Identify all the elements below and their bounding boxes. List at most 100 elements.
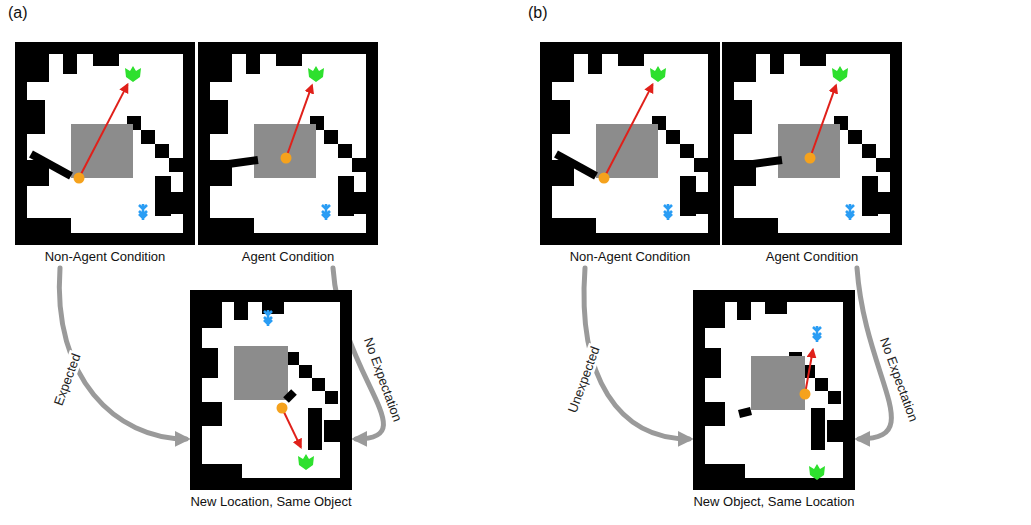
agent-dot <box>281 153 292 164</box>
maze-block <box>811 408 825 450</box>
maze-panel: Non-Agent Condition <box>540 42 720 264</box>
agent-dot <box>74 173 85 184</box>
maze-illustration <box>190 290 352 490</box>
maze-block <box>618 54 644 66</box>
maze-block <box>770 54 784 74</box>
maze-wall <box>540 42 720 245</box>
panel-caption: Agent Condition <box>722 249 902 264</box>
path-arrow <box>604 85 652 178</box>
maze-floor <box>27 54 183 233</box>
maze-block <box>63 54 77 74</box>
maze-block <box>234 302 248 320</box>
maze-block <box>202 464 242 478</box>
maze-block <box>202 348 218 378</box>
maze-block <box>680 176 696 216</box>
maze-block <box>155 176 171 216</box>
maze-block <box>666 130 680 144</box>
stick <box>738 160 782 166</box>
occluder <box>751 356 805 410</box>
blue-object <box>664 204 672 220</box>
path-arrow <box>282 408 301 447</box>
maze-block <box>354 192 366 214</box>
maze-illustration <box>540 42 720 245</box>
path-arrow <box>286 85 312 158</box>
stick <box>556 154 596 176</box>
path-arrow <box>805 350 813 394</box>
maze-block <box>276 54 302 66</box>
maze-block <box>141 130 155 144</box>
panel-letter: (b) <box>528 4 548 22</box>
maze-block <box>338 144 352 158</box>
maze-block <box>705 402 725 426</box>
maze-panel: New Object, Same Location <box>693 290 855 509</box>
green-object <box>298 454 314 470</box>
maze-block <box>878 192 890 214</box>
maze-block <box>705 302 725 328</box>
maze-block <box>324 420 340 442</box>
panel-caption: New Object, Same Location <box>693 494 855 509</box>
maze-block <box>734 218 778 233</box>
blue-object <box>139 204 147 220</box>
maze-block <box>705 348 721 378</box>
panel-caption: Non-Agent Condition <box>540 249 720 264</box>
maze-block <box>765 302 787 314</box>
maze-block <box>299 365 312 378</box>
panel-letter: (a) <box>8 4 28 22</box>
agent-dot <box>800 389 811 400</box>
maze-block <box>246 54 260 74</box>
maze-block <box>325 391 338 404</box>
maze-illustration <box>15 42 195 245</box>
maze-floor <box>734 54 890 233</box>
maze-block <box>862 176 878 216</box>
maze-block <box>848 130 862 144</box>
maze-wall <box>190 290 352 490</box>
maze-floor <box>552 54 708 233</box>
maze-block <box>588 54 602 74</box>
maze-block <box>27 54 49 82</box>
maze-panel: Non-Agent Condition <box>15 42 195 264</box>
agent-dot <box>599 173 610 184</box>
blue-object <box>846 204 854 220</box>
maze-panel: New Location, Same Object <box>190 290 352 509</box>
maze-block <box>210 54 232 82</box>
maze-block <box>552 218 596 233</box>
stick <box>214 160 258 166</box>
maze-floor <box>202 302 340 478</box>
panel-caption: New Location, Same Object <box>190 494 352 509</box>
stick <box>286 392 294 400</box>
panel-caption: Agent Condition <box>198 249 378 264</box>
maze-block <box>93 54 119 66</box>
maze-illustration <box>722 42 902 245</box>
maze-wall <box>15 42 195 245</box>
occluder <box>234 346 288 400</box>
maze-floor <box>210 54 366 233</box>
green-object <box>125 66 141 82</box>
maze-wall <box>693 290 855 490</box>
maze-block <box>862 144 876 158</box>
maze-block <box>338 176 354 216</box>
maze-block <box>312 378 325 391</box>
maze-block <box>705 464 745 478</box>
maze-block <box>552 100 570 134</box>
maze-block <box>737 302 751 320</box>
maze-floor <box>705 302 843 478</box>
occluder <box>254 124 316 178</box>
maze-block <box>680 144 694 158</box>
maze-block <box>876 158 890 172</box>
maze-block <box>694 158 708 172</box>
path-arrow <box>79 85 127 178</box>
maze-block <box>734 54 756 82</box>
panel-caption: Non-Agent Condition <box>15 249 195 264</box>
occluder <box>778 124 840 178</box>
maze-block <box>169 158 183 172</box>
maze-block <box>202 302 222 328</box>
maze-block <box>210 218 254 233</box>
maze-block <box>734 100 752 134</box>
maze-block <box>696 192 708 214</box>
maze-block <box>827 420 843 442</box>
agent-dot <box>805 153 816 164</box>
green-object <box>308 66 324 82</box>
maze-wall <box>198 42 378 245</box>
maze-block <box>210 100 228 134</box>
maze-block <box>308 408 322 450</box>
